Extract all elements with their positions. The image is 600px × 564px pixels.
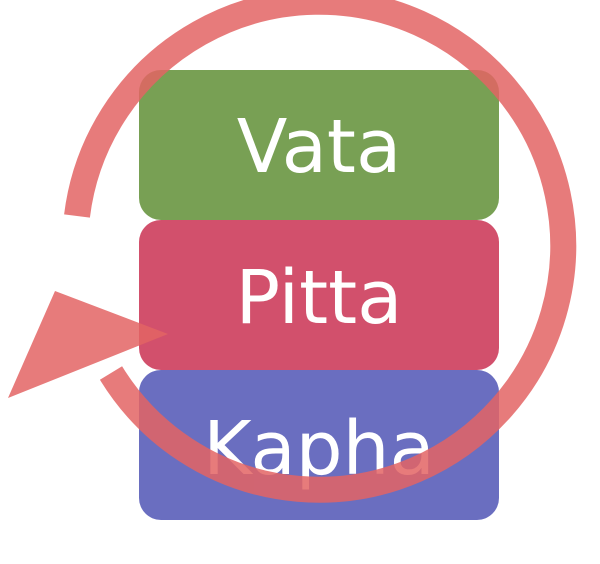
cycle-arrow (8, 0, 577, 503)
vata-label: Vata (237, 104, 402, 190)
cycle-arrow-head (8, 291, 168, 398)
pitta-label: Pitta (236, 255, 403, 341)
vata-box-shape (139, 70, 499, 220)
vata-box: Vata (139, 70, 499, 220)
pitta-box-shape (139, 220, 499, 370)
pitta-box: Pitta (139, 220, 499, 370)
cycle-arrow-arc (64, 0, 577, 503)
